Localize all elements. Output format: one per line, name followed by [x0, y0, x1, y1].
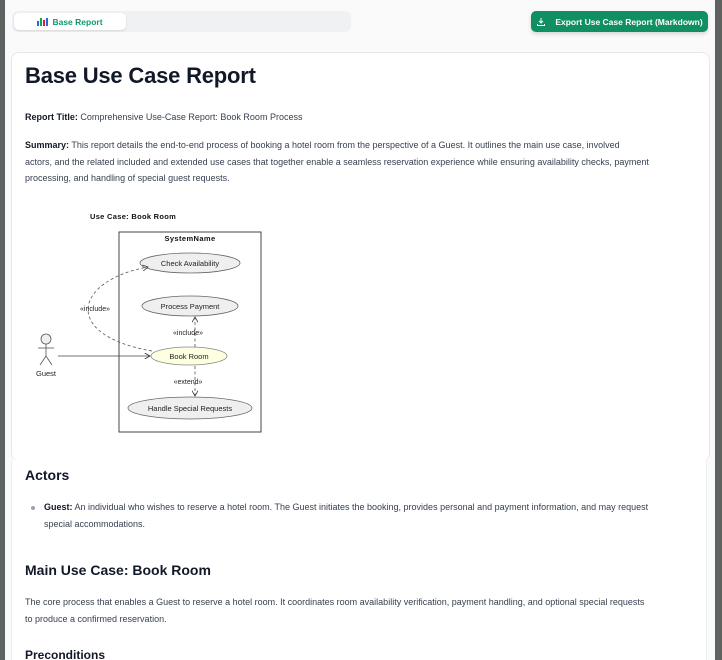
include-check-availability-arrow [87, 267, 153, 352]
use-case-label: Process Payment [161, 302, 221, 311]
use-case-book-room[interactable] [150, 346, 228, 366]
page-title: Base Use Case Report [25, 63, 256, 88]
report-title-value: Comprehensive Use-Case Report: Book Room… [80, 112, 303, 122]
actor-description-line-1: An individual who wishes to reserve a ho… [74, 502, 649, 512]
tab-base-report[interactable]: Base Report [14, 13, 126, 30]
export-label: Export Use Case Report (Markdown) [555, 16, 703, 27]
page-viewport: Base Report Export Use Case Report (Mark… [5, 0, 715, 660]
diagram-title: Use Case: Book Room [90, 212, 176, 221]
bullet-icon [31, 506, 35, 510]
summary-line-1: This report details the end-to-end proce… [71, 140, 620, 150]
bar-chart-icon [37, 17, 49, 26]
use-case-handle-special-requests[interactable] [127, 396, 253, 420]
summary-line-2: actors, and the related included and ext… [25, 156, 649, 167]
use-case-label: Book Room [169, 352, 208, 361]
tab-label: Base Report [52, 16, 103, 27]
report-title-label: Report Title: [25, 112, 78, 122]
summary-paragraph: Summary: This report details the end-to-… [25, 137, 695, 187]
use-case-label: Handle Special Requests [148, 404, 232, 413]
actor-name: Guest: [44, 502, 73, 512]
preconditions-heading: Preconditions [25, 648, 106, 660]
actors-heading: Actors [25, 467, 70, 483]
actor-label: Guest [36, 369, 57, 378]
report-title-line: Report Title: Comprehensive Use-Case Rep… [25, 109, 302, 126]
include-label: «include» [173, 330, 203, 337]
extend-label: «extend» [174, 379, 203, 386]
include-label: «include» [80, 306, 110, 313]
use-case-check-availability[interactable] [139, 252, 241, 274]
use-case-diagram: Use Case: Book Room SystemName Check Ava… [36, 212, 262, 433]
actor-item-guest: Guest: An individual who wishes to reser… [44, 499, 704, 532]
actor-guest[interactable] [38, 333, 54, 366]
summary-line-3: processing, and handling of special gues… [25, 173, 230, 183]
download-icon [537, 17, 546, 26]
main-use-case-description: The core process that enables a Guest to… [25, 594, 700, 627]
actor-description-line-2: special accommodations. [44, 518, 146, 529]
report-card-continued [11, 460, 707, 660]
main-use-case-heading: Main Use Case: Book Room [25, 562, 211, 578]
summary-label: Summary: [25, 140, 70, 150]
report-tabbar: Base Report [12, 11, 351, 32]
system-name: SystemName [164, 234, 215, 243]
main-use-case-line-2: to produce a confirmed reservation. [25, 613, 167, 624]
export-markdown-button[interactable]: Export Use Case Report (Markdown) [531, 11, 708, 32]
main-use-case-line-1: The core process that enables a Guest to… [25, 597, 645, 607]
use-case-process-payment[interactable] [141, 295, 239, 317]
use-case-label: Check Availability [161, 259, 219, 268]
